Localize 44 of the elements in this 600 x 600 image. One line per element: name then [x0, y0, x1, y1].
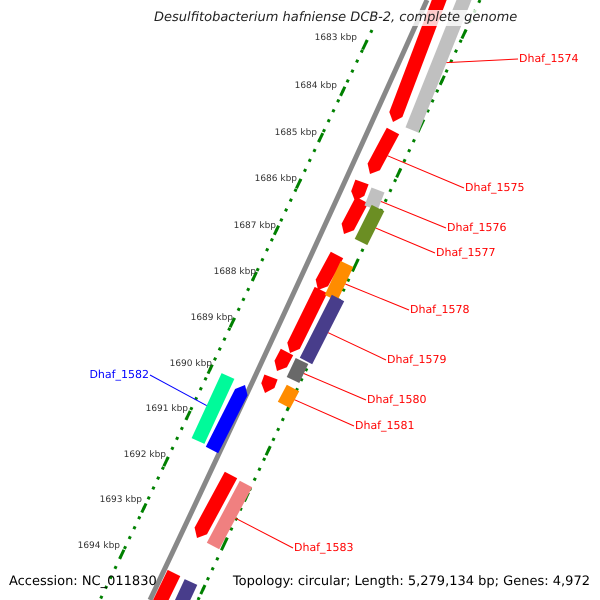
tick-label: 1690 kbp — [170, 358, 212, 370]
gene-label: Dhaf_1575 — [465, 181, 525, 195]
gene-label: Dhaf_1574 — [519, 52, 579, 66]
gene-feature — [324, 261, 354, 301]
gene-label: Dhaf_1582 — [89, 368, 149, 382]
leader-line — [344, 284, 410, 310]
leader-line — [303, 373, 366, 400]
leader-line — [328, 332, 386, 360]
gene-label: Dhaf_1580 — [367, 393, 427, 407]
genome-info-text: Topology: circular; Length: 5,279,134 bp; Genes: 4,972 — [232, 574, 590, 590]
tick-label: 1686 kbp — [254, 174, 297, 184]
gene-feature — [286, 358, 308, 383]
tick-label: 1691 kbp — [146, 404, 188, 414]
tick-label: 1688 kbp — [214, 266, 256, 278]
tick-label: 1687 kbp — [234, 220, 276, 232]
tick-label: 1692 kbp — [124, 450, 166, 460]
tick-label: 1693 kbp — [100, 494, 142, 506]
tick-label: 1684 kbp — [294, 80, 337, 92]
gene-feature — [206, 480, 252, 550]
gene-feature — [192, 373, 234, 444]
leader-line — [150, 374, 208, 406]
leader-line — [375, 228, 436, 254]
gene-label: Dhaf_1576 — [447, 221, 507, 235]
leader-line — [235, 518, 294, 548]
accession-text: Accession: NC_011830 — [9, 574, 157, 590]
gene-feature — [300, 294, 344, 364]
leader-line — [294, 399, 354, 426]
gene-feature — [364, 188, 384, 210]
gene-label: Dhaf_1577 — [436, 246, 496, 260]
gene-feature — [278, 384, 300, 408]
gene-feature — [368, 128, 400, 174]
tick-label: 1683 kbp — [314, 32, 357, 44]
tick-label: 1685 kbp — [274, 128, 317, 138]
gene-label: Dhaf_1579 — [387, 353, 447, 367]
leader-line — [380, 201, 446, 228]
leader-line — [387, 155, 464, 188]
gene-label: Dhaf_1583 — [294, 541, 354, 555]
map-title: Desulfitobacterium hafniense DCB-2, complete genome — [152, 10, 520, 26]
tick-label: 1689 kbp — [190, 312, 233, 324]
leader-line — [446, 58, 518, 64]
tick-label: 1694 kbp — [78, 540, 120, 552]
gene-label: Dhaf_1578 — [410, 303, 470, 317]
gene-label: Dhaf_1581 — [355, 419, 415, 433]
gene-feature — [354, 204, 384, 246]
